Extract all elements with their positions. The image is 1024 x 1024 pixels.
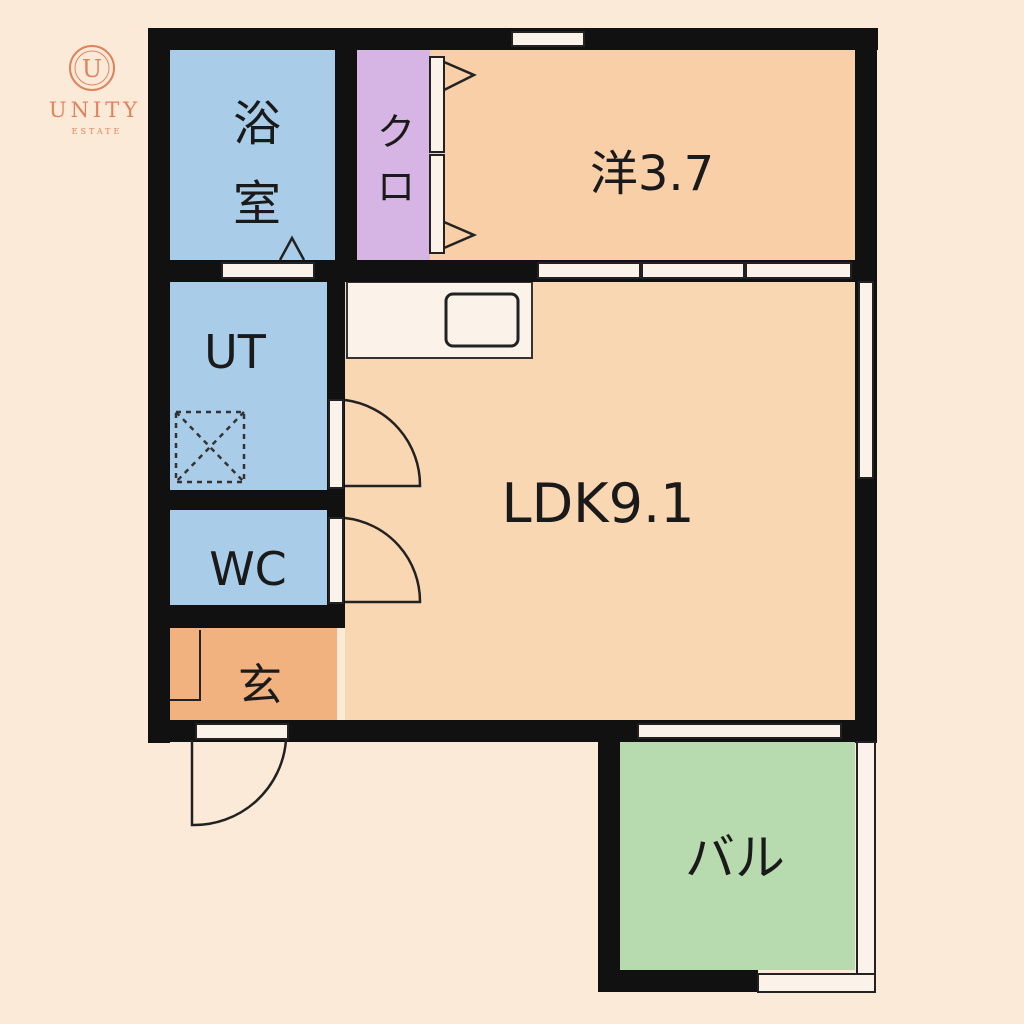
logo-ring xyxy=(69,45,115,91)
ut-door-swing xyxy=(344,398,422,488)
opening-bath xyxy=(221,262,315,279)
door-swings xyxy=(170,60,478,827)
washer-box xyxy=(174,410,246,484)
balcony-label: バル xyxy=(685,829,785,887)
wall-ut-wc xyxy=(148,490,345,510)
ldk-label: LDK9.1 xyxy=(502,472,695,535)
logo-mark: U xyxy=(82,55,102,83)
entrance-door-frame xyxy=(195,723,289,740)
logo-sub: ESTATE xyxy=(72,127,123,136)
western-label: 洋3.7 xyxy=(590,146,714,202)
sink-icon xyxy=(444,292,520,348)
wall-left xyxy=(148,28,170,743)
door-western-1 xyxy=(537,262,641,279)
wall-balcony-left xyxy=(598,720,620,992)
utility-label: UT xyxy=(204,325,267,379)
balcony-rail-bottom xyxy=(757,973,876,993)
windows xyxy=(195,31,876,993)
logo-inner-ring xyxy=(74,50,110,86)
door-western-2 xyxy=(641,262,745,279)
closet-label-2: ロ xyxy=(377,165,415,209)
closet-door-mark-upper xyxy=(443,60,477,92)
western-room xyxy=(430,50,855,260)
entrance-label: 玄 xyxy=(238,660,282,711)
toilet-label: WC xyxy=(209,542,287,596)
washer-cross-2 xyxy=(175,411,245,483)
wall-bath-closet xyxy=(335,50,357,260)
bath-room xyxy=(170,50,335,260)
wc-door-jamb xyxy=(328,517,344,604)
window-western-top xyxy=(511,31,585,47)
entrance-door-swing xyxy=(190,739,288,827)
utility-room xyxy=(170,282,327,490)
balcony-rail-right xyxy=(856,741,876,993)
wall-wc-entrance xyxy=(148,605,345,628)
bath-label-1: 浴 xyxy=(233,96,281,152)
ut-door-jamb xyxy=(328,399,344,489)
door-western-3 xyxy=(745,262,852,279)
closet-label-1: ク xyxy=(377,110,415,154)
bath-step-mark xyxy=(278,235,306,261)
door-balcony xyxy=(637,723,842,739)
logo-name: UNITY xyxy=(49,98,141,122)
entrance-step-line xyxy=(170,630,201,701)
washer-space-icon xyxy=(174,410,246,484)
closet xyxy=(357,50,430,260)
closet-door-upper xyxy=(429,56,445,153)
closet-door-mark-lower xyxy=(443,220,478,250)
unity-estate-logo: U UNITY ESTATE xyxy=(49,45,141,136)
balcony xyxy=(620,742,855,970)
entrance xyxy=(170,628,337,720)
window-ldk-right xyxy=(858,281,874,479)
bath-label-2: 室 xyxy=(233,176,281,232)
wall-bath-ut xyxy=(148,260,548,282)
toilet-room xyxy=(170,510,327,605)
closet-door-lower xyxy=(429,154,445,254)
wc-door-swing xyxy=(344,516,422,604)
wall-balcony-bottom xyxy=(598,970,758,992)
washer-cross-1 xyxy=(175,411,245,483)
